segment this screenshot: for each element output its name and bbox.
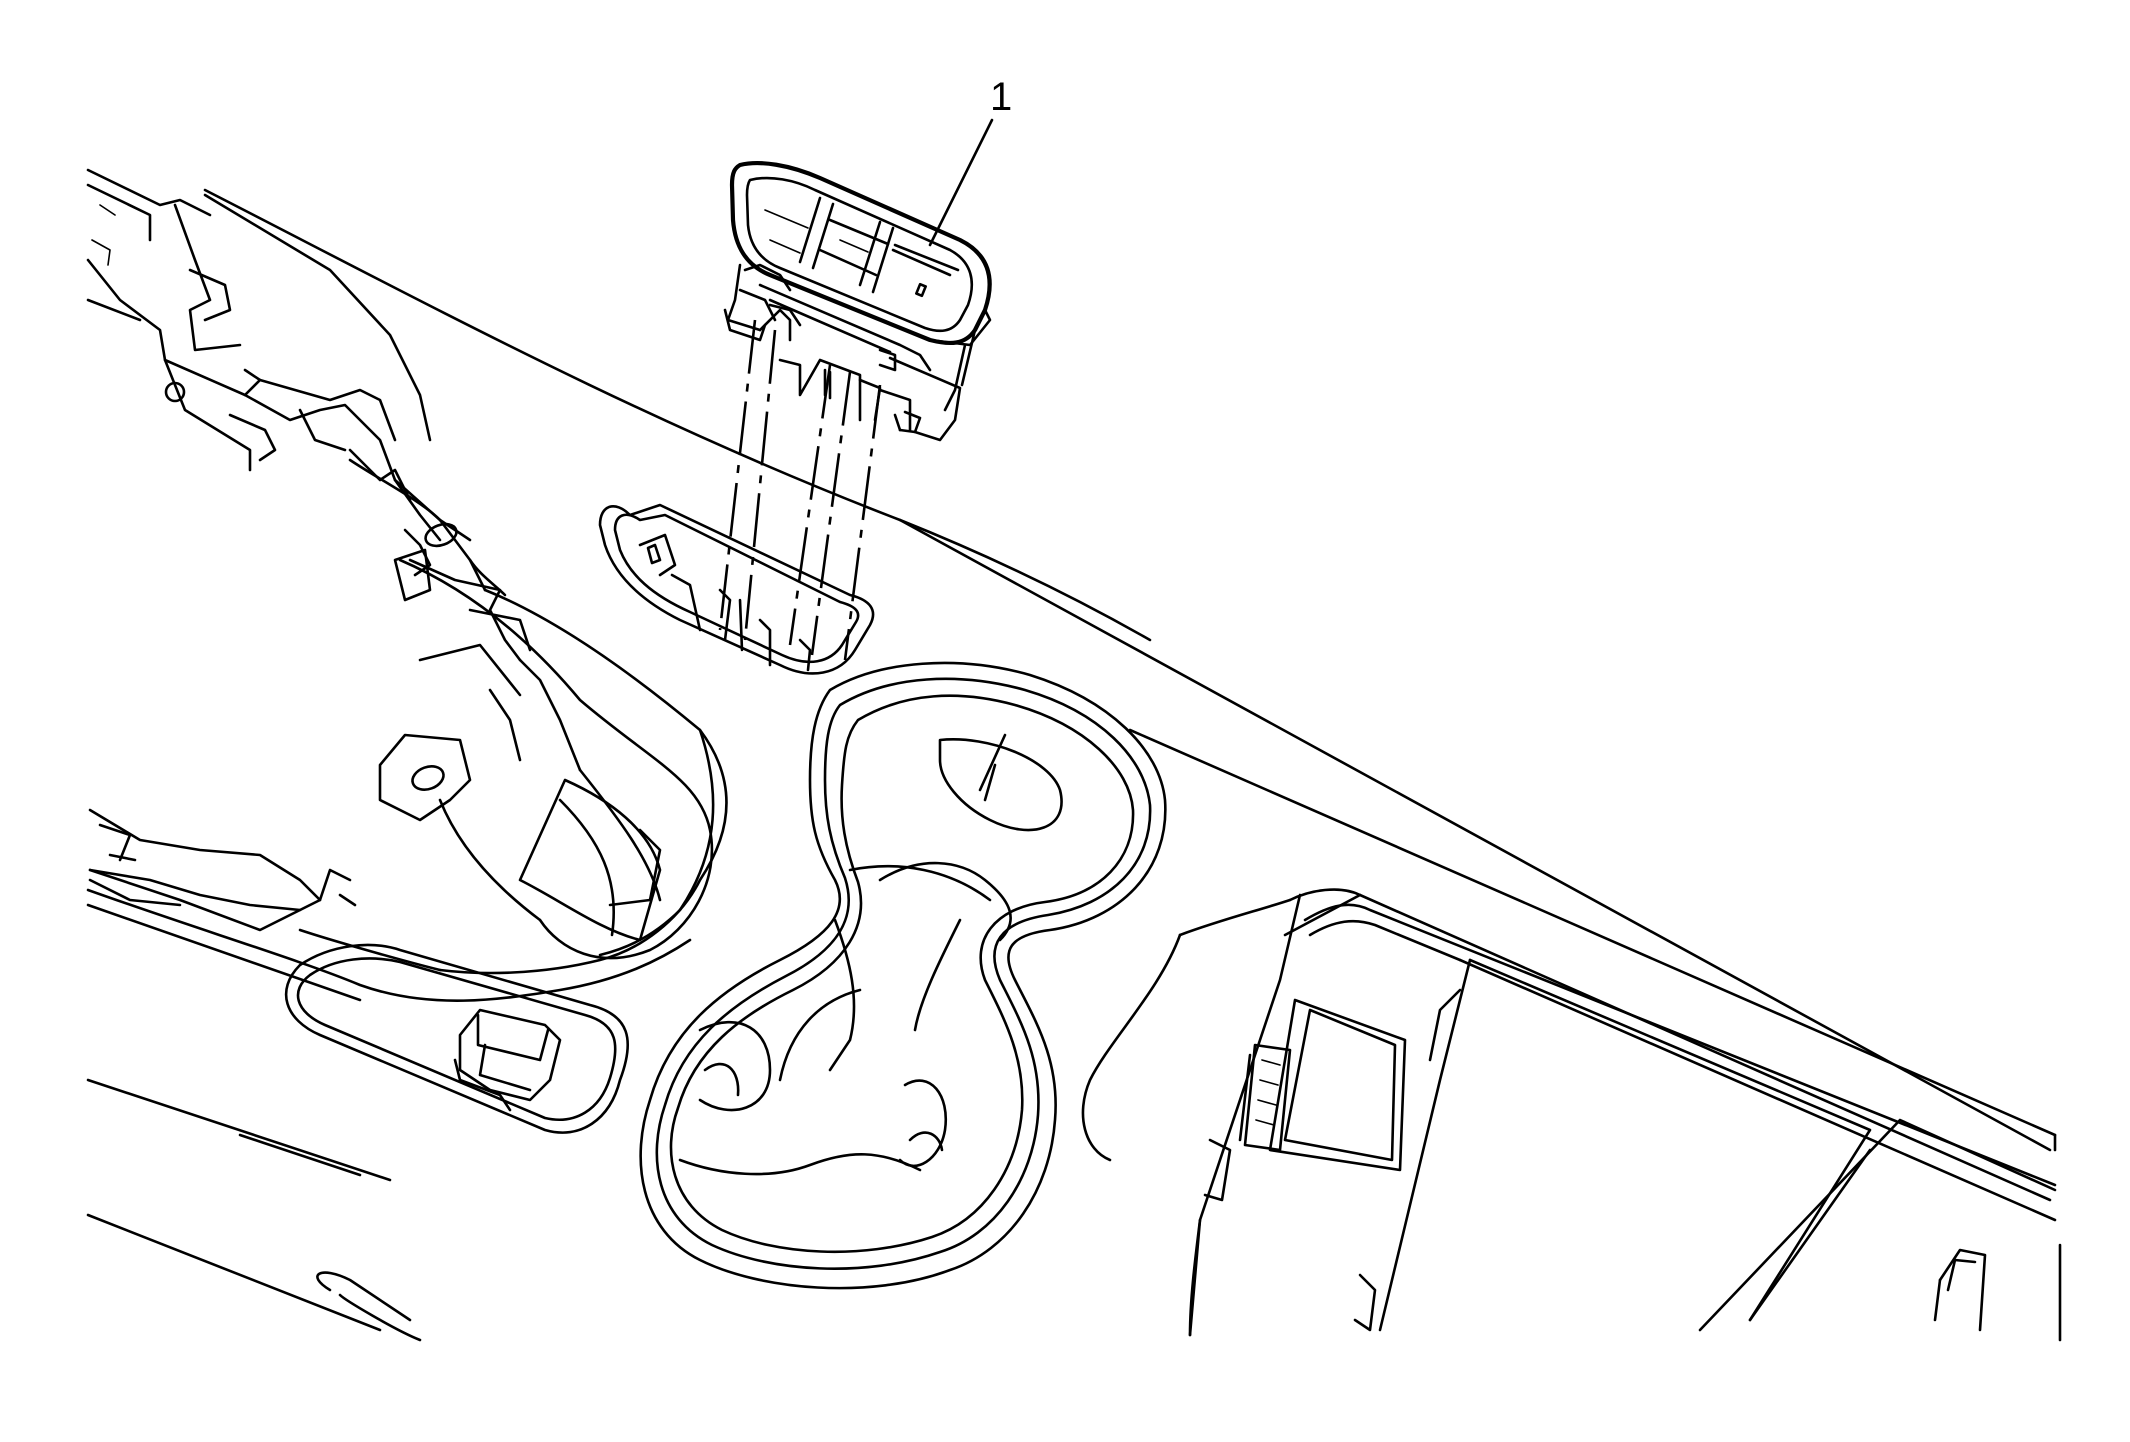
- callout-1: 1: [928, 75, 1012, 247]
- callout-1-label: 1: [990, 75, 1012, 119]
- cup-holder: [639, 661, 1167, 1290]
- shifter-bezel: [88, 558, 714, 960]
- armrest-storage: [1081, 888, 2057, 1337]
- console-trim-panel: [203, 188, 2062, 1342]
- installation-guide-lines: [718, 319, 882, 661]
- left-console-bracket: [86, 168, 582, 772]
- switch-assembly: [723, 161, 992, 442]
- lower-switch-opening: [284, 943, 630, 1134]
- lower-console-trim: [86, 1078, 422, 1342]
- callout-1-leader: [928, 118, 994, 247]
- center-console-swoop: [86, 588, 728, 1002]
- switch-cavity: [598, 503, 875, 675]
